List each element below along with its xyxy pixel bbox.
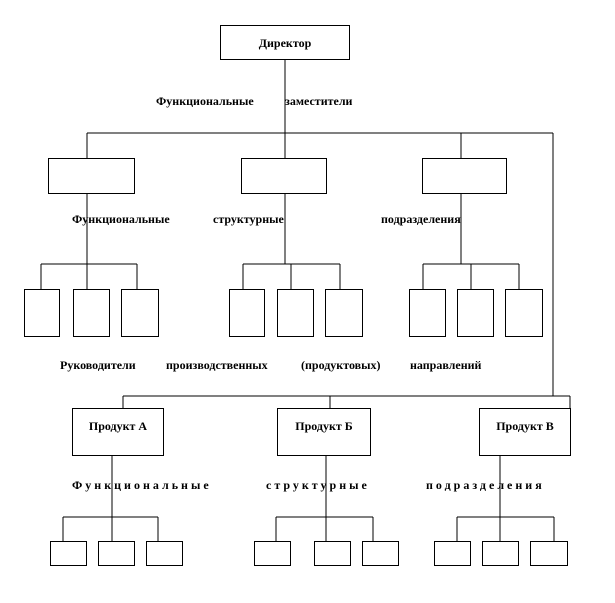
divisions-caption-word1: Функциональные	[72, 212, 170, 226]
managers-caption-word2: производственных	[166, 358, 268, 372]
division-box	[24, 289, 60, 337]
deputy-box	[241, 158, 327, 194]
product-divisions-caption-word1: Функциональные	[72, 478, 212, 492]
product-b-box: Продукт Б	[277, 408, 371, 456]
director-box: Директор	[220, 25, 350, 60]
product-division-box	[434, 541, 471, 566]
deputies-caption-word1: Функциональные	[156, 94, 254, 108]
deputy-box	[48, 158, 135, 194]
division-box	[73, 289, 110, 337]
division-box	[325, 289, 363, 337]
director-label: Директор	[258, 36, 312, 50]
product-b-label: Продукт Б	[295, 419, 353, 433]
division-box	[229, 289, 265, 337]
product-division-box	[530, 541, 568, 566]
managers-caption-word3: (продуктовых)	[301, 358, 381, 372]
product-division-box	[482, 541, 519, 566]
product-division-box	[98, 541, 135, 566]
product-a-box: Продукт А	[72, 408, 164, 456]
division-box	[505, 289, 543, 337]
divisions-caption-word2: структурные	[213, 212, 284, 226]
division-box	[121, 289, 159, 337]
product-v-label: Продукт В	[496, 419, 554, 433]
product-division-box	[314, 541, 351, 566]
deputy-box	[422, 158, 507, 194]
managers-caption-word4: направлений	[410, 358, 482, 372]
product-division-box	[50, 541, 87, 566]
managers-caption-word1: Руководители	[60, 358, 136, 372]
product-division-box	[254, 541, 291, 566]
divisions-caption-word3: подразделения	[381, 212, 461, 226]
product-divisions-caption-word2: структурные	[266, 478, 370, 492]
deputies-caption-word2: заместители	[285, 94, 353, 108]
division-box	[457, 289, 494, 337]
division-box	[277, 289, 314, 337]
product-division-box	[146, 541, 183, 566]
product-a-label: Продукт А	[88, 419, 148, 433]
division-box	[409, 289, 446, 337]
product-v-box: Продукт В	[479, 408, 571, 456]
product-division-box	[362, 541, 399, 566]
product-divisions-caption-word3: подразделения	[426, 478, 545, 492]
